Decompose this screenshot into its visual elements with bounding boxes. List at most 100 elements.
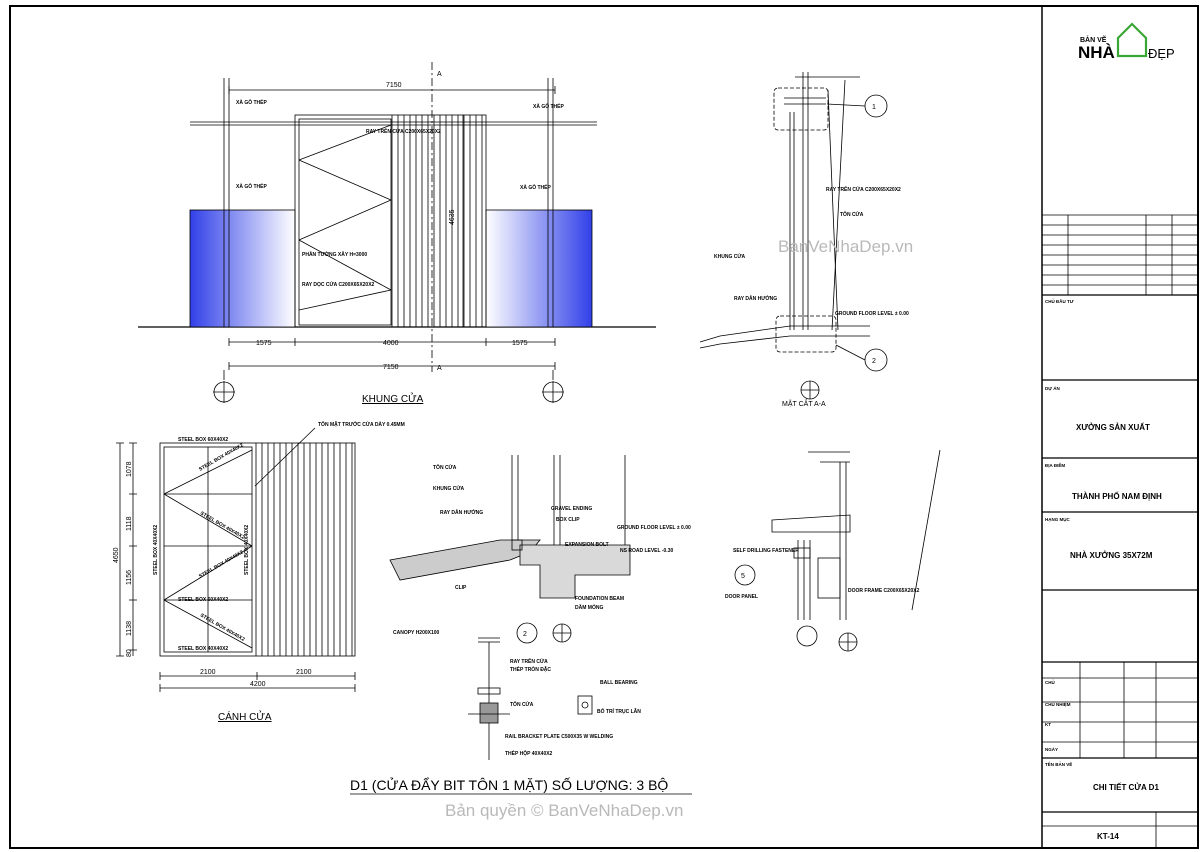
note: NS ROAD LEVEL -0.30	[620, 548, 673, 554]
note: GRAVEL ENDING	[551, 506, 592, 512]
tb-hang-muc-label: HẠNG MỤC	[1045, 517, 1070, 522]
note: TÔN CỬA	[433, 463, 457, 471]
section-aa-texts: RAY TRÊN CỬA C200X65X20X2 TÔN CỬA KHUNG …	[714, 104, 909, 408]
dim-height: 4635	[449, 209, 456, 225]
note: TÔN CỬA	[840, 210, 864, 218]
detail-2	[389, 455, 631, 644]
note: XÀ GỖ THÉP	[533, 102, 565, 110]
sheet-border	[9, 5, 1199, 849]
note: KHUNG CỬA	[714, 253, 745, 260]
note: STEEL BOX 40X40X2	[244, 525, 250, 575]
dim-h-total: 4650	[113, 547, 120, 563]
leaf-corrugation	[255, 443, 353, 656]
tb-so-hieu: KT-14	[1097, 832, 1119, 841]
corrugated-panel	[391, 115, 483, 327]
right-wall	[485, 209, 593, 328]
dim-row: 1138	[126, 621, 133, 636]
sheet-title: D1 (CỬA ĐẨY BIT TÔN 1 MẶT) SỐ LƯỢNG: 3 B…	[350, 776, 668, 793]
tb-du-an: XƯỞNG SẢN XUẤT	[1076, 422, 1150, 432]
tb-du-an-label: DỰ ÁN	[1045, 385, 1060, 391]
note: STEEL BOX 40X40X2	[178, 646, 228, 652]
watermark-bottom: Bản quyền © BanVeNhaDep.vn	[445, 801, 683, 820]
canh-texts: TÔN MẶT TRƯỚC CỬA DÀY 0.45MM STEEL BOX 6…	[113, 420, 405, 723]
note: BALL BEARING	[600, 680, 638, 686]
logo: BẢN VẼ NHÀ ĐẸP	[1078, 22, 1175, 62]
note: THÉP TRÒN ĐẶC	[510, 665, 551, 673]
note: RAY TRÊN CỬA C200X65X20X2	[826, 185, 901, 193]
note: TÔN MẶT TRƯỚC CỬA DÀY 0.45MM	[318, 420, 405, 428]
tb-sign-row: NGÀY	[1045, 746, 1058, 752]
callout: 5	[741, 573, 745, 580]
tb-hang-muc: NHÀ XƯỞNG 35X72M	[1070, 551, 1153, 560]
note: THÉP HỘP 40X40X2	[505, 749, 553, 757]
khung-cua-elevation	[138, 62, 656, 403]
tb-dia-diem-label: ĐỊA ĐIỂM	[1045, 462, 1065, 468]
note: PHẦN TƯỜNG XÂY H=3000	[302, 250, 367, 258]
note: CANOPY H200X100	[393, 630, 440, 636]
note: RAY TRÊN CỬA C200X65X20X2	[366, 127, 441, 135]
detail-1-texts: SELF DRILLING FASTENER DOOR PANEL DOOR F…	[725, 548, 920, 600]
detail-1	[734, 449, 941, 652]
note: DOOR FRAME C200X65X20X2	[848, 588, 920, 594]
note: STEEL BOX 60X40X2	[178, 437, 228, 443]
left-wall	[189, 209, 296, 328]
dim-row: 1156	[126, 570, 133, 585]
house-icon	[1116, 22, 1148, 58]
note: GROUND FLOOR LEVEL ± 0.00	[835, 311, 909, 317]
dim-total-bottom: 7150	[383, 364, 399, 371]
watermark-center: BanVeNhaDep.vn	[778, 237, 913, 256]
callout: 2	[872, 358, 876, 365]
section-mark-bottom: A	[437, 365, 442, 372]
note: DOOR PANEL	[725, 594, 758, 600]
detail-2-texts: TÔN CỬA KHUNG CỬA RAY DẪN HƯỚNG GRAVEL E…	[433, 463, 691, 638]
khung-label: KHUNG CỬA	[362, 392, 424, 405]
note: CLIP	[455, 585, 467, 591]
note: RAIL BRACKET PLATE C500X35 W WELDING	[505, 734, 613, 740]
note: XÀ GỖ THÉP	[520, 183, 552, 191]
note: XÀ GỖ THÉP	[236, 182, 268, 190]
tb-dia-diem: THÀNH PHỐ NAM ĐỊNH	[1072, 491, 1162, 501]
dim-w2: 2100	[296, 669, 312, 676]
note: RAY DẪN HƯỚNG	[440, 508, 483, 516]
section-aa-label: MẶT CẮT A-A	[782, 399, 826, 408]
canopy-detail	[468, 637, 593, 760]
canopy-texts: CANOPY H200X100 RAY TRÊN CỬA THÉP TRÒN Đ…	[393, 630, 641, 757]
note: RAY DẪN HƯỚNG	[734, 294, 777, 302]
titleblock: BẢN VẼ NHÀ ĐẸP	[1042, 22, 1198, 848]
section-mark-top: A	[437, 71, 442, 78]
dim-total-top: 7150	[386, 82, 402, 89]
tb-ten-ban-ve-label: TÊN BẢN VẼ	[1045, 760, 1072, 767]
note: XÀ GỖ THÉP	[236, 98, 268, 106]
note: DẦM MÓNG	[575, 603, 603, 611]
note: GROUND FLOOR LEVEL ± 0.00	[617, 525, 691, 531]
note: RAY DỌC CỬA C200X65X20X2	[302, 281, 375, 288]
dim-row: 1118	[126, 516, 133, 531]
dim-right: 1575	[512, 340, 528, 347]
logo-nha: NHÀ	[1078, 43, 1115, 62]
note: RAY TRÊN CỬA	[510, 657, 548, 665]
tb-sign-row: CHỦ	[1045, 679, 1055, 685]
dim-row: 80	[126, 649, 133, 657]
note: STEEL BOX 40X40X2	[199, 613, 246, 643]
note: BOX CLIP	[556, 517, 580, 523]
callout: 2	[523, 631, 527, 638]
note: FOUNDATION BEAM	[575, 596, 624, 602]
dim-row: 1078	[126, 461, 133, 477]
note: STEEL BOX 60X40X2	[178, 597, 228, 603]
tb-chu-dau-tu: CHỦ ĐẦU TƯ	[1045, 298, 1074, 304]
section-aa	[699, 72, 888, 400]
tb-sign-row: KT	[1045, 722, 1051, 727]
canh-cua-elevation	[116, 427, 356, 692]
dim-w1: 2100	[200, 669, 216, 676]
note: SELF DRILLING FASTENER	[733, 548, 799, 554]
tb-ten-ban-ve: CHI TIẾT CỬA D1	[1093, 782, 1159, 792]
note: BỐ TRÍ TRỤC LĂN	[597, 707, 641, 715]
dim-total: 4200	[250, 681, 266, 688]
tb-sign-row: CHỦ NHIỆM	[1045, 700, 1071, 707]
note: STEEL BOX 40X40X2	[153, 525, 159, 575]
dim-left: 1575	[256, 340, 272, 347]
note: KHUNG CỬA	[433, 485, 464, 492]
note: EXPANSION BOLT	[565, 542, 609, 548]
callout: 1	[872, 104, 876, 111]
